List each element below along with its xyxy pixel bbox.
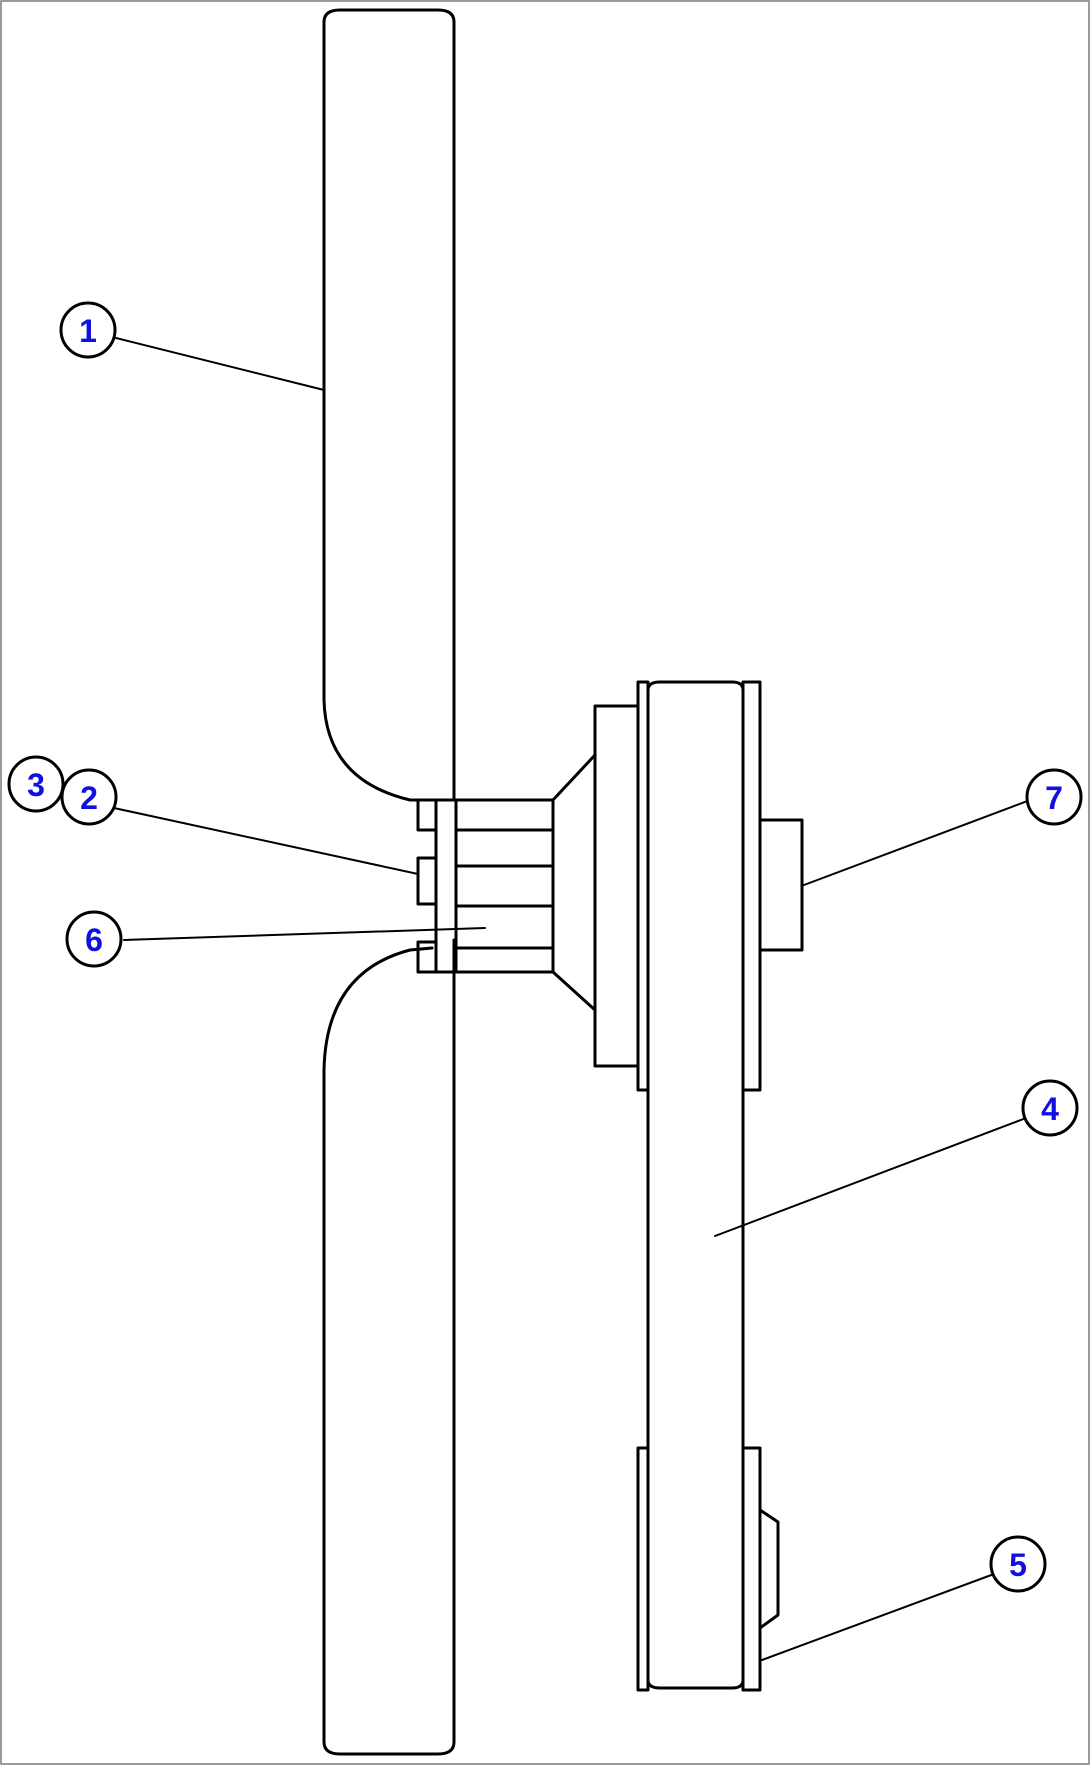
callout-5-circle [989, 1535, 1047, 1593]
leader-lines [113, 337, 1031, 1661]
leader-7 [803, 799, 1031, 886]
bolt-lower [416, 940, 438, 974]
fan-blade-lower [322, 938, 456, 1756]
leader-5 [761, 1573, 995, 1661]
leader-2 [113, 807, 419, 875]
callout-1-label: 1 [79, 313, 97, 349]
fan-spacer [434, 798, 555, 974]
callout-7-label: 7 [1045, 780, 1063, 816]
belt-outline [646, 680, 745, 1690]
crank-pulley-front-flange [636, 1446, 650, 1692]
callout-1-circle [59, 301, 117, 359]
callout-4-circle [1021, 1079, 1079, 1137]
callout-6: 6 [65, 910, 123, 968]
callout-5-label: 5 [1009, 1547, 1027, 1583]
callout-4: 4 [1021, 1079, 1079, 1137]
spacer-body [434, 798, 555, 974]
fan-pulley-rear-flange [741, 680, 762, 1092]
leader-6 [123, 927, 486, 941]
callout-6-circle [65, 910, 123, 968]
callout-7-circle [1025, 768, 1083, 826]
callout-6-label: 6 [85, 922, 103, 958]
callout-7: 7 [1025, 768, 1083, 826]
callout-3: 3 [7, 755, 65, 813]
callout-4-label: 4 [1041, 1091, 1059, 1127]
crank-pulley [636, 1446, 780, 1692]
crank-pulley-hub [758, 1508, 780, 1630]
crank-pulley-rear-flange [741, 1446, 762, 1692]
leader-1 [115, 337, 325, 391]
callout-2: 2 [60, 768, 118, 826]
mounting-bolts [416, 798, 438, 974]
bolt-middle [416, 856, 438, 906]
hub-flange [593, 704, 640, 1068]
callout-2-label: 2 [80, 780, 98, 816]
callout-5: 5 [989, 1535, 1047, 1593]
callout-3-label: 3 [27, 767, 45, 803]
pulley-hub [551, 704, 640, 1068]
fan-blade [322, 8, 456, 1756]
fan-pulley-shaft [758, 818, 804, 952]
callout-2-circle [60, 768, 118, 826]
callout-3-circle [7, 755, 65, 813]
bolt-upper [416, 798, 438, 832]
fan-pulley [636, 680, 804, 1092]
drive-belt [646, 680, 745, 1690]
callout-1: 1 [59, 301, 117, 359]
leader-4 [714, 1117, 1027, 1237]
fan-blade-upper [322, 8, 456, 802]
